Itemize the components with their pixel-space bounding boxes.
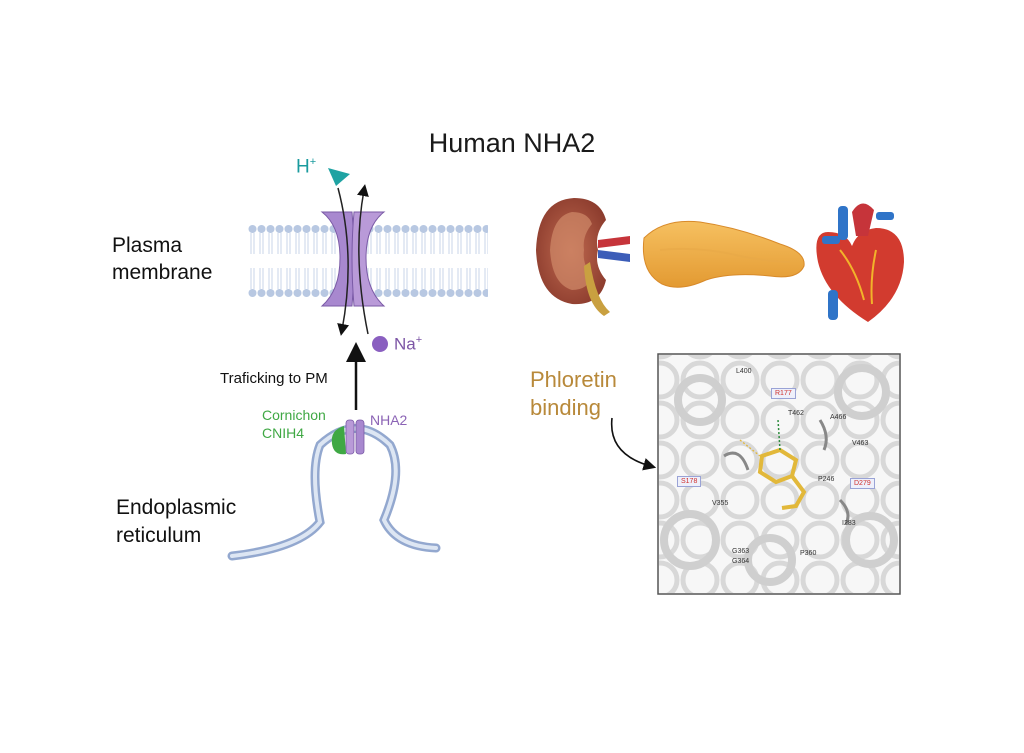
er-nha2 [345, 419, 365, 455]
plasma-membrane-label-line1: Plasma [112, 234, 183, 257]
er-label-line2: reticulum [116, 524, 202, 547]
residue-p360: P360 [800, 550, 817, 557]
pancreas-icon [642, 220, 805, 288]
residue-box-s178: S178 [677, 476, 702, 487]
kidney-icon [536, 198, 630, 316]
cornichon-shape [331, 426, 346, 455]
er-label-line1: Endoplasmic [116, 496, 237, 519]
residue-a466: A466 [830, 414, 847, 421]
proton-charge: + [309, 156, 317, 168]
residue-p246: P246 [818, 476, 835, 483]
phloretin-label: Phloretin binding [530, 366, 617, 422]
proton-triangle-icon [328, 168, 350, 186]
residue-g363: G363 [732, 548, 750, 555]
residue-t462: T462 [788, 410, 804, 417]
nha2-transporter [320, 184, 386, 336]
residue-i283: I283 [842, 520, 856, 527]
plasma-membrane-label-line2: membrane [112, 261, 213, 284]
residue-v463: V463 [852, 440, 869, 447]
phloretin-label-line1: Phloretin [530, 367, 617, 392]
pointer-arrow [610, 417, 657, 471]
proton-symbol: H [296, 156, 310, 178]
residue-box-r177: R177 [771, 388, 796, 399]
diagram-title: Human NHA2 [428, 128, 596, 158]
residue-g364: G364 [732, 558, 750, 565]
residue-l400: L400 [736, 368, 752, 375]
cornichon-label-line2: CNIH4 [262, 425, 305, 441]
heart-icon [816, 203, 904, 322]
cornichon-label-line1: Cornichon [262, 407, 326, 423]
trafficking-label: Traficking to PM [220, 370, 328, 387]
plasma-membrane-label: Plasma membrane [112, 232, 212, 286]
phloretin-label-line2: binding [530, 395, 601, 420]
proton-label: H+ [296, 156, 316, 178]
residue-v355: V355 [712, 500, 729, 507]
sodium-charge: + [415, 334, 423, 346]
sodium-circle-icon [372, 336, 388, 352]
sodium-symbol: Na [394, 334, 416, 354]
sodium-label: Na+ [394, 334, 422, 355]
nha2-label: NHA2 [370, 412, 408, 428]
er-label: Endoplasmic reticulum [116, 494, 236, 550]
residue-box-d279: D279 [850, 478, 875, 489]
cornichon-label: Cornichon CNIH4 [262, 406, 326, 442]
